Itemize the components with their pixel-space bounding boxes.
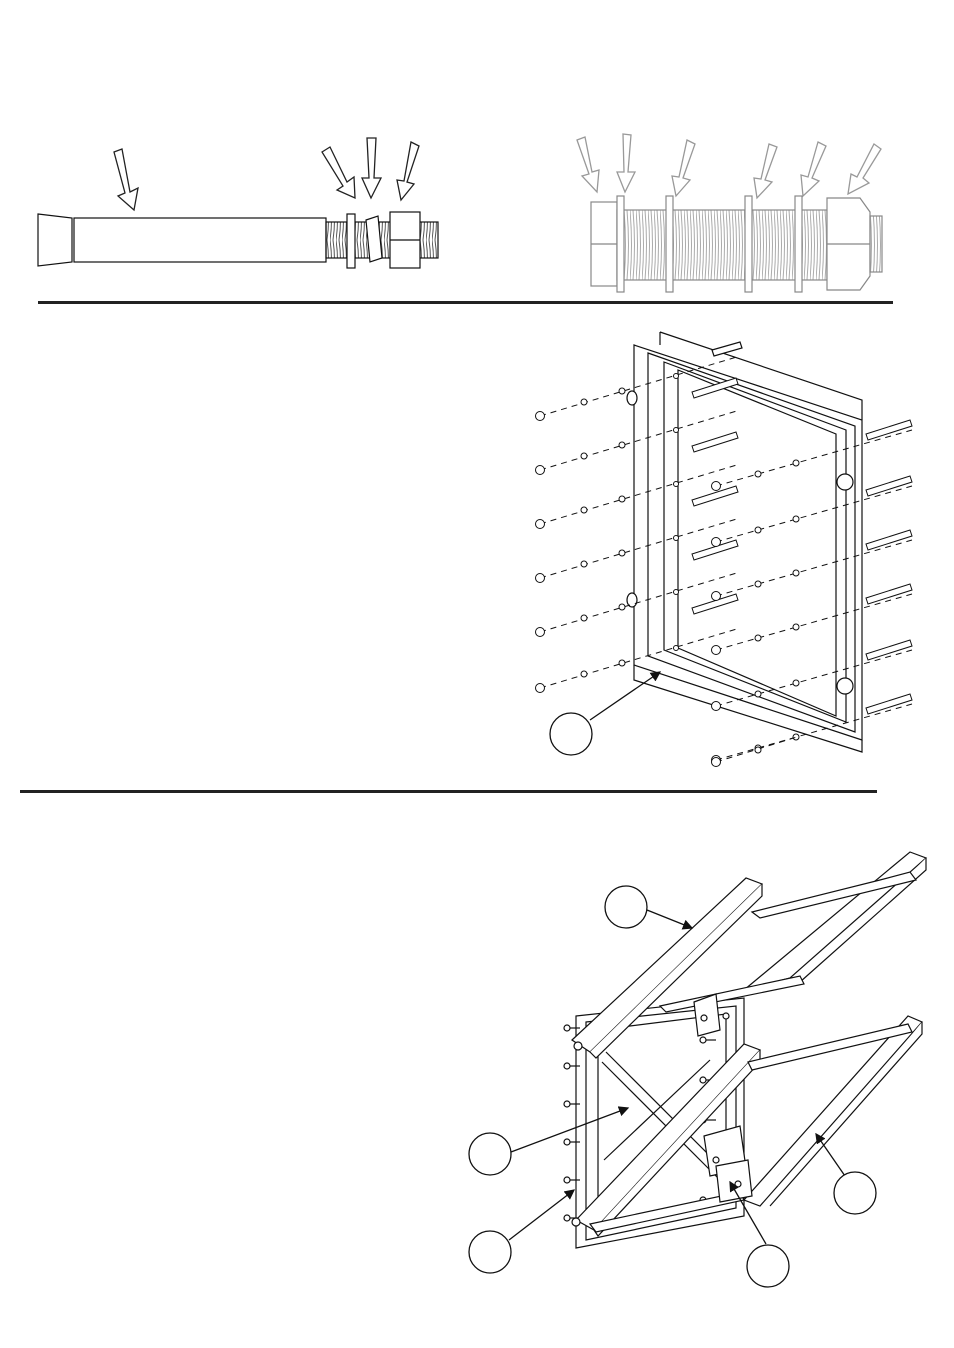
washer-icon — [619, 442, 625, 448]
hole-icon — [674, 428, 679, 433]
arrow-icon — [617, 134, 635, 192]
hex-nut-icon — [712, 538, 721, 547]
arrow-icon — [848, 144, 881, 194]
washer-icon — [581, 453, 587, 459]
stud-washer-3 — [745, 196, 752, 292]
hinge-plate-top — [694, 994, 720, 1036]
arrow-icon — [397, 142, 419, 200]
hinge-plate-low — [716, 1160, 752, 1202]
hex-nut-icon — [536, 628, 545, 637]
washer-icon — [793, 570, 799, 576]
stud-washer-2 — [666, 196, 673, 292]
stud-part-arrows — [577, 134, 881, 198]
arrow-icon — [801, 142, 826, 196]
hole-icon — [674, 590, 679, 595]
anchor-sleeve — [74, 218, 326, 262]
arrow-icon — [114, 149, 138, 210]
base-frame-callout-circle — [469, 1133, 511, 1175]
washer-icon — [793, 516, 799, 522]
bottom-arm-callout-circle — [834, 1172, 876, 1214]
hex-nut-icon — [536, 412, 545, 421]
washer-icon — [581, 671, 587, 677]
hex-nut-icon — [536, 466, 545, 475]
washer-icon — [755, 691, 761, 697]
washer-icon — [581, 615, 587, 621]
stud-washer-1 — [617, 196, 624, 292]
hex-nut-icon — [536, 520, 545, 529]
washer-icon — [793, 624, 799, 630]
upper-arm-far — [744, 852, 926, 990]
side-rail-callout-circle — [469, 1231, 511, 1273]
arrow-icon — [577, 137, 599, 192]
hole-icon — [674, 482, 679, 487]
hex-nut-icon — [712, 482, 721, 491]
washer-icon — [793, 680, 799, 686]
hole-icon — [674, 374, 679, 379]
hex-nut-icon — [712, 646, 721, 655]
washer-icon — [619, 660, 625, 666]
wall-frame-figure — [627, 332, 862, 752]
washer-icon — [793, 734, 799, 740]
washer-icon — [755, 747, 761, 753]
washer-icon — [619, 496, 625, 502]
washer-icon — [619, 604, 625, 610]
arrow-icon — [322, 147, 355, 198]
washer-icon — [581, 399, 587, 405]
hex-nut-icon — [536, 574, 545, 583]
frame-outer — [634, 345, 862, 740]
hex-nut-icon — [712, 592, 721, 601]
stud-figure — [591, 196, 882, 292]
washer-icon — [755, 581, 761, 587]
washer-icon — [619, 388, 625, 394]
washer-icon — [755, 471, 761, 477]
anchor-bolt-figure — [38, 212, 438, 268]
stud-washer-4 — [795, 196, 802, 292]
hex-nut-icon — [536, 684, 545, 693]
hole-icon — [674, 646, 679, 651]
arrow-icon — [754, 144, 777, 198]
hole-icon — [674, 536, 679, 541]
washer-icon — [619, 550, 625, 556]
washer-icon — [581, 507, 587, 513]
arrow-icon — [672, 140, 695, 196]
washer-icon — [755, 527, 761, 533]
frame-callout-circle — [550, 713, 592, 755]
anchor-cone — [38, 214, 72, 266]
washer-icon — [793, 460, 799, 466]
frame-callout — [550, 672, 660, 755]
anchor-part-arrows — [114, 138, 419, 210]
washer-icon — [755, 635, 761, 641]
top-arm-callout-circle — [605, 886, 647, 928]
hex-nut-icon — [712, 758, 721, 767]
hinge-callout-circle — [747, 1245, 789, 1287]
hex-nut-icon — [712, 702, 721, 711]
anchor-washer — [347, 214, 355, 268]
arrow-icon — [362, 138, 381, 198]
washer-icon — [581, 561, 587, 567]
